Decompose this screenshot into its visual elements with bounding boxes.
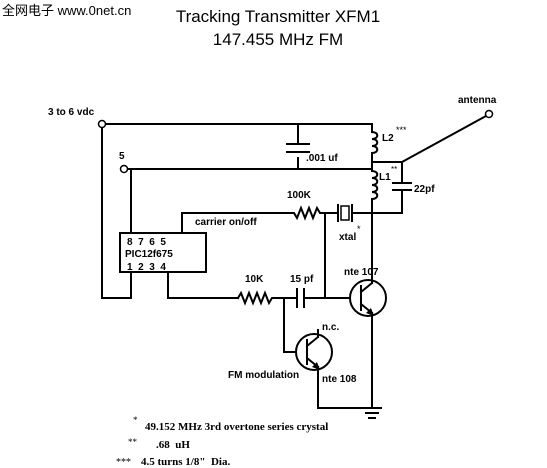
r-10k-label: 10K [245, 274, 264, 285]
r-10k [236, 290, 298, 306]
supply-label: 3 to 6 vdc [48, 107, 95, 118]
pic-chip [119, 232, 207, 273]
cap-15pf-label: 15 pf [290, 274, 314, 285]
cap-001-label: .001 uf [306, 153, 338, 164]
pin4-wire [167, 271, 239, 299]
pin5-terminal [119, 164, 129, 174]
r-100k [181, 205, 326, 234]
q-nte107 [349, 279, 387, 317]
l1-coil [371, 161, 379, 214]
note-2-mark: ** [128, 437, 138, 447]
mod-base-wire [283, 297, 301, 353]
nc-label: n.c. [322, 322, 339, 333]
diagram-title: Tracking Transmitter XFM1 [176, 7, 380, 26]
nte108-label: nte 108 [322, 374, 357, 385]
mod-emitter-wire [317, 366, 373, 409]
antenna-terminal [484, 109, 494, 119]
watermark: 全网电子 www.0net.cn [2, 3, 131, 18]
supply-terminal [97, 119, 107, 129]
pin5-label: 5 [119, 151, 125, 162]
diagram-subtitle: 147.455 MHz FM [213, 30, 343, 49]
l1-label: L1 [379, 172, 391, 183]
chip-name: PIC12f675 [125, 249, 173, 260]
ground-symbol [362, 407, 382, 419]
l2-label: L2 [382, 133, 394, 144]
antenna-wire [400, 114, 488, 164]
note-1-text: 49.152 MHz 3rd overtone series crystal [145, 421, 328, 433]
q-nte108-collector [305, 335, 320, 348]
cap-22pf-label: 22pf [414, 184, 435, 195]
l2-mark: *** [396, 125, 407, 135]
q-nte108 [295, 333, 333, 371]
r-100k-label: 100K [287, 190, 312, 201]
note-2-text: .68 uH [156, 439, 190, 451]
xtal-mark: * [357, 224, 361, 234]
xtal-body [340, 205, 350, 221]
left-rail-wire [101, 127, 132, 299]
carrier-label: carrier on/off [195, 217, 257, 228]
top-rail-wire [105, 123, 373, 133]
antenna-label: antenna [458, 95, 497, 106]
fm-mod-label: FM modulation [228, 370, 299, 381]
l2-coil [370, 130, 379, 163]
note-1-mark: * [133, 415, 138, 425]
q-nte107-collector [359, 281, 374, 294]
xtal-label: xtal [339, 232, 356, 243]
cap-22pf-wire [371, 189, 403, 214]
nte107-label: nte 107 [344, 267, 379, 278]
note-3-mark: *** [116, 457, 131, 468]
chip-pins-bottom: 1 2 3 4 [127, 262, 166, 273]
chip-pins-top: 8 7 6 5 [127, 237, 166, 248]
l1-mark: ** [391, 165, 397, 174]
note-3-text: 4.5 turns 1/8" Dia. [141, 456, 230, 468]
